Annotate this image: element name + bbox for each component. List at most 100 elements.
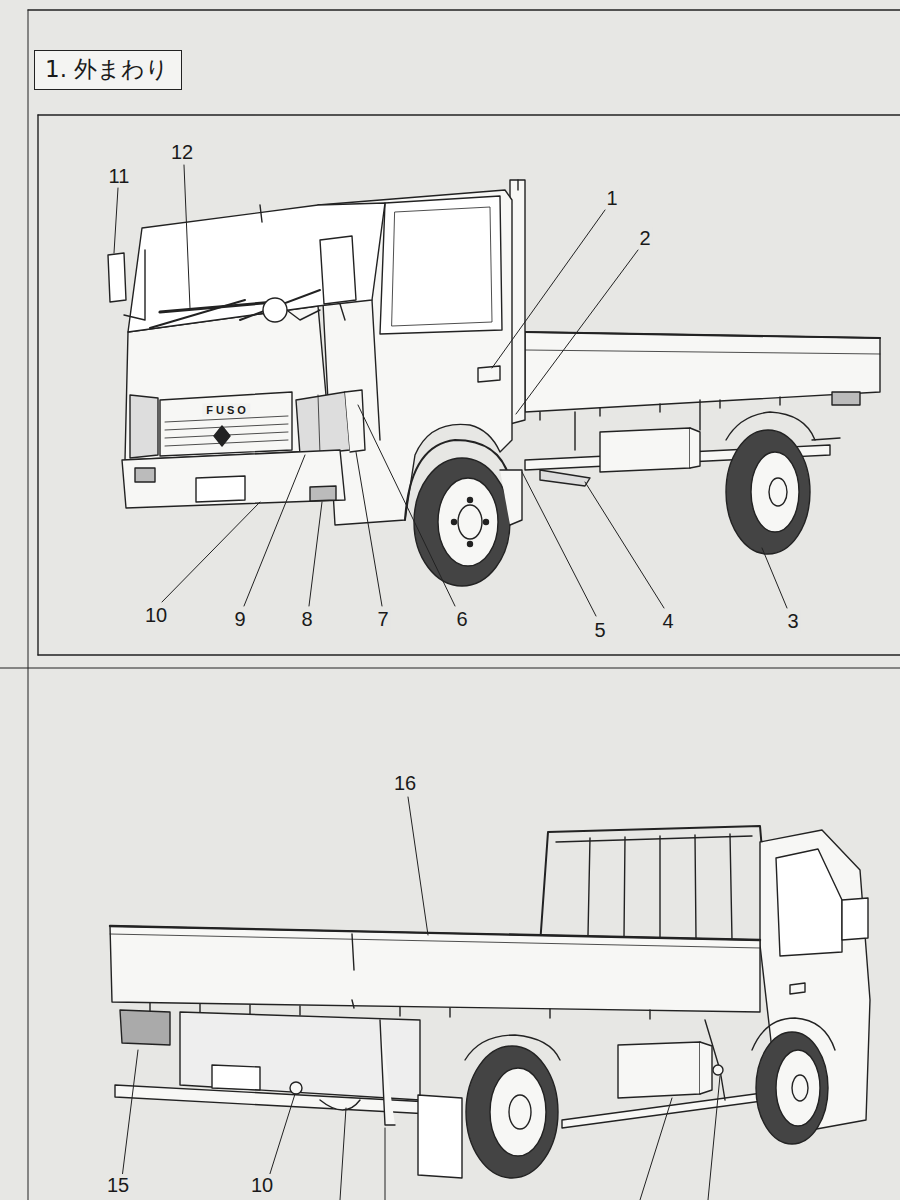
leader-line (122, 1050, 138, 1178)
front-truck (832, 392, 860, 405)
rear-truck (556, 836, 752, 842)
rear-truck (110, 826, 870, 1178)
leader-line (184, 165, 190, 308)
rear-truck (713, 1065, 723, 1075)
page-frame (37, 115, 38, 655)
rear-truck (776, 849, 842, 956)
rear-truck (705, 1020, 725, 1100)
rear-truck (540, 826, 770, 945)
rear-truck (465, 1035, 560, 1060)
front-truck (372, 300, 380, 440)
front-truck (128, 203, 385, 332)
leader-line (162, 502, 260, 602)
front-truck (452, 520, 457, 525)
callout-number: 1 (604, 187, 619, 209)
front-truck (130, 395, 158, 458)
front-truck (478, 366, 500, 382)
rear-truck (842, 898, 868, 940)
rear-truck (352, 934, 354, 1008)
rear-truck (110, 926, 760, 940)
front-truck (296, 392, 350, 455)
front-truck (438, 478, 498, 566)
front-truck (380, 196, 502, 334)
front-truck (600, 428, 690, 472)
front-truck (517, 180, 518, 190)
front-truck (310, 486, 336, 501)
leader-line (358, 405, 455, 606)
page-frame (0, 10, 900, 1200)
callout-number: 7 (375, 608, 390, 630)
rear-truck (212, 1065, 260, 1090)
front-truck (468, 498, 473, 503)
section-heading: 1. 外まわり (34, 50, 182, 90)
leader-line (516, 250, 638, 414)
front-truck (108, 253, 126, 302)
front-truck (124, 250, 145, 320)
front-truck (318, 395, 320, 454)
front-truck (165, 416, 288, 446)
leader-line (268, 1094, 295, 1180)
leader-line (340, 1108, 346, 1200)
front-truck (214, 426, 230, 446)
front-truck (320, 236, 356, 304)
rear-truck (290, 1082, 302, 1094)
callout-number: 6 (454, 608, 469, 630)
page-frame (28, 9, 900, 10)
rear-truck (120, 1010, 170, 1045)
callout-number: 16 (392, 772, 418, 794)
rear-truck (792, 1075, 808, 1101)
front-truck (525, 332, 880, 338)
rear-truck (320, 1100, 360, 1110)
front-truck (525, 332, 880, 412)
front-truck (751, 452, 799, 532)
front-truck (690, 428, 700, 468)
leader-line (122, 797, 720, 1200)
leader-line (492, 210, 605, 368)
leader-line (385, 1128, 386, 1200)
rear-truck (110, 926, 760, 1012)
rear-truck (562, 1092, 770, 1128)
leader-line (114, 165, 787, 616)
callout-number: 12 (169, 141, 195, 163)
front-truck (500, 470, 522, 525)
front-truck (108, 180, 880, 586)
callout-number: 3 (785, 610, 800, 632)
callout-number: 2 (637, 227, 652, 249)
front-truck (458, 505, 482, 539)
leader-line (585, 482, 664, 608)
front-truck (540, 470, 590, 486)
callout-number: 5 (592, 619, 607, 641)
rear-truck (790, 983, 805, 994)
callout-number: 11 (107, 165, 132, 187)
page-frame (38, 114, 900, 115)
front-truck (468, 542, 473, 547)
rear-truck (618, 1042, 700, 1098)
front-truck (122, 450, 345, 508)
leader-line (309, 502, 322, 606)
front-truck (484, 520, 489, 525)
callout-number: 9 (232, 608, 247, 630)
front-truck (345, 390, 365, 452)
front-truck (160, 392, 292, 456)
rear-truck (752, 1018, 835, 1050)
front-truck (280, 304, 345, 320)
front-truck (812, 438, 840, 440)
page-frame (38, 654, 900, 655)
leader-line (356, 452, 382, 606)
rear-truck (700, 1042, 712, 1094)
front-truck (150, 290, 320, 328)
rear-truck (418, 1095, 462, 1178)
leader-line (762, 548, 787, 608)
front-truck (263, 298, 287, 322)
front-truck (414, 458, 510, 586)
front-truck (525, 350, 880, 354)
page-frame (0, 668, 900, 669)
front-truck (135, 468, 155, 482)
front-truck (726, 412, 815, 440)
callout-number: 15 (105, 1174, 131, 1196)
rear-truck (509, 1095, 531, 1129)
rear-truck (760, 830, 870, 1132)
front-truck (575, 400, 700, 450)
callout-number: 8 (299, 608, 314, 630)
